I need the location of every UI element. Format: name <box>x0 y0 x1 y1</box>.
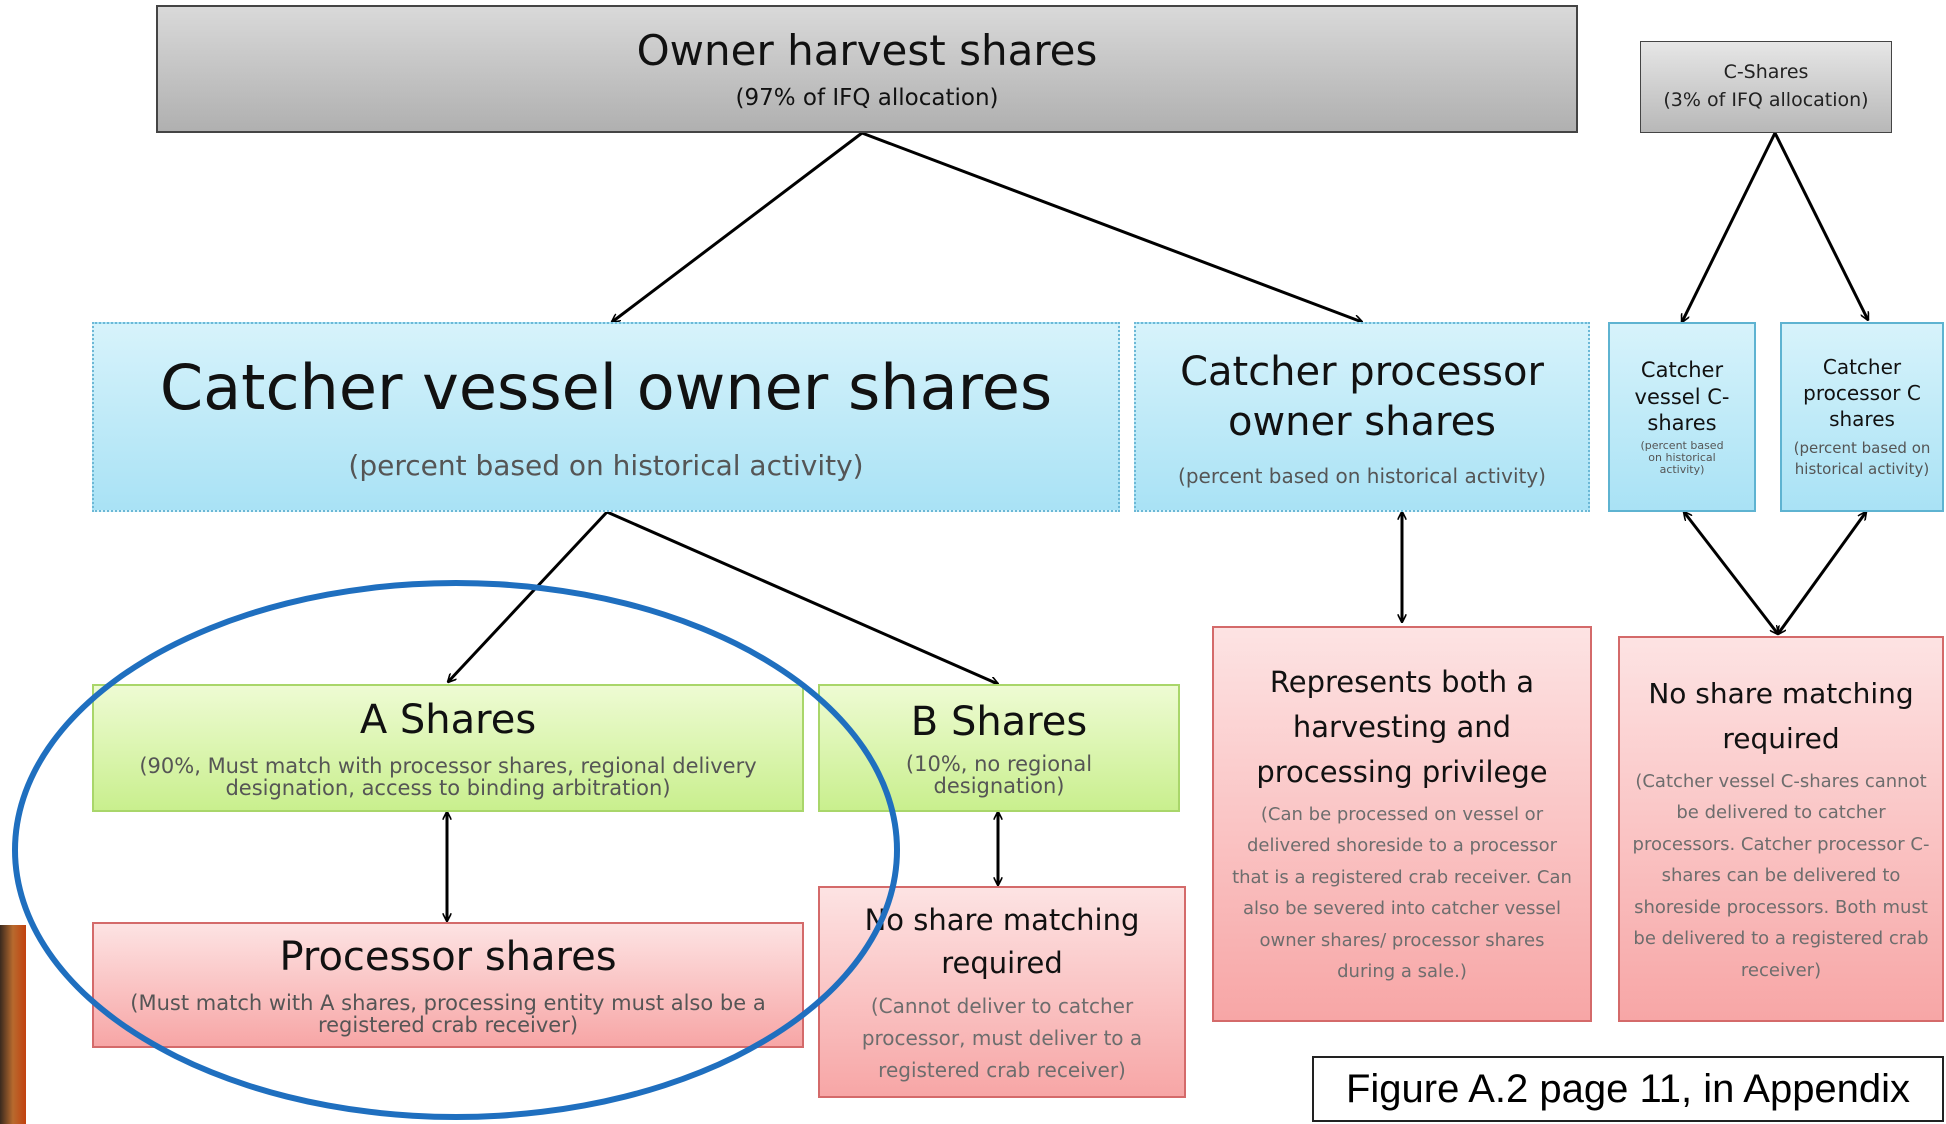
node-title: Catcher vessel owner shares <box>159 351 1053 425</box>
partial-photo-image <box>0 925 26 1124</box>
c-no-share-matching-box: No share matching required (Catcher vess… <box>1618 636 1944 1022</box>
catcher-processor-c-shares-box: Catcher processor C shares (percent base… <box>1780 322 1944 512</box>
a-shares-box: A Shares (90%, Must match with processor… <box>92 684 804 812</box>
node-subtitle: (3% of IFQ allocation) <box>1663 89 1869 111</box>
arrow-cv-to-a-shares <box>448 510 609 682</box>
node-subtitle: (90%, Must match with processor shares, … <box>139 753 757 800</box>
c-shares-box: C-Shares (3% of IFQ allocation) <box>1640 41 1892 133</box>
arrow-cshares-to-cv-c <box>1680 132 1777 322</box>
node-title: Processor shares <box>279 933 617 980</box>
node-title: C-Shares <box>1723 61 1809 84</box>
node-subtitle: (percent based on historical activity) <box>1640 439 1724 477</box>
represents-both-box: Represents both a harvesting and process… <box>1212 626 1592 1022</box>
arrow-cv-to-b-shares <box>606 510 998 684</box>
node-subtitle: (10%, no regional designation) <box>905 751 1093 798</box>
processor-shares-box: Processor shares (Must match with A shar… <box>92 922 804 1048</box>
node-subtitle: (Cannot deliver to catcher processor, mu… <box>861 993 1143 1082</box>
node-subtitle: (Can be processed on vessel or delivered… <box>1232 803 1572 983</box>
arrow-cvc-to-c-no-match <box>1684 512 1778 634</box>
owner-harvest-shares-box: Owner harvest shares (97% of IFQ allocat… <box>156 5 1578 133</box>
arrow-owner-to-catcher-vessel <box>612 131 863 322</box>
node-title: Represents both a harvesting and process… <box>1256 665 1548 789</box>
arrow-cpc-to-c-no-match <box>1778 512 1866 634</box>
node-title: Catcher vessel C-shares <box>1634 358 1730 435</box>
node-title: A Shares <box>359 696 537 743</box>
node-subtitle: (percent based on historical activity) <box>348 448 864 482</box>
b-no-share-matching-box: No share matching required (Cannot deliv… <box>818 886 1186 1098</box>
catcher-vessel-c-shares-box: Catcher vessel C-shares (percent based o… <box>1608 322 1756 512</box>
node-title: Catcher processor C shares <box>1803 355 1921 431</box>
node-title: Owner harvest shares <box>636 25 1098 75</box>
node-title: Catcher processor owner shares <box>1180 348 1544 445</box>
arrow-cshares-to-cp-c <box>1773 132 1870 320</box>
figure-caption: Figure A.2 page 11, in Appendix <box>1312 1056 1944 1122</box>
arrow-owner-to-catcher-processor <box>861 131 1362 322</box>
catcher-vessel-owner-shares-box: Catcher vessel owner shares (percent bas… <box>92 322 1120 512</box>
node-subtitle: (percent based on historical activity) <box>1178 463 1546 488</box>
node-title: No share matching required <box>864 902 1140 981</box>
node-subtitle: (Catcher vessel C-shares cannot be deliv… <box>1632 770 1930 981</box>
catcher-processor-owner-shares-box: Catcher processor owner shares (percent … <box>1134 322 1590 512</box>
node-subtitle: (97% of IFQ allocation) <box>735 84 999 111</box>
node-title: B Shares <box>910 698 1088 745</box>
b-shares-box: B Shares (10%, no regional designation) <box>818 684 1180 812</box>
node-subtitle: (percent based on historical activity) <box>1793 439 1931 478</box>
node-subtitle: (Must match with A shares, processing en… <box>130 990 766 1037</box>
node-title: No share matching required <box>1648 676 1914 755</box>
